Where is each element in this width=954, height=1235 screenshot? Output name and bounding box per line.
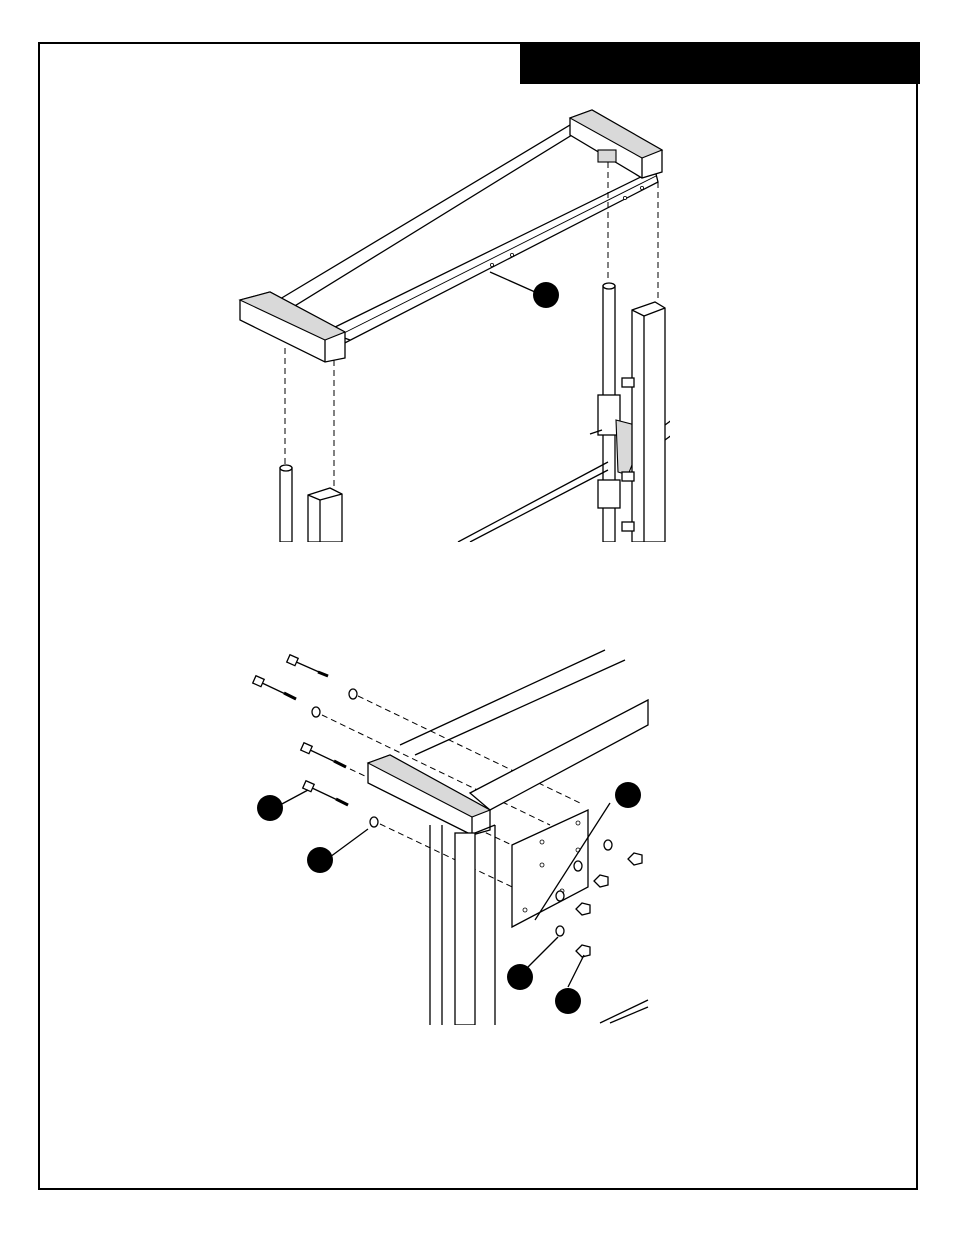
callout-marker [555, 988, 581, 1014]
callout-marker [307, 847, 333, 873]
corner-bolt-detail-figure [250, 645, 650, 1025]
right-square-post [632, 302, 665, 542]
callout-marker [507, 964, 533, 990]
header-bar [520, 42, 920, 84]
callout-marker [615, 782, 641, 808]
left-round-post [280, 468, 292, 542]
bolt-2 [253, 676, 296, 699]
header-title [520, 55, 536, 71]
callout-marker [533, 282, 559, 308]
left-square-post [308, 488, 342, 542]
bolt-1 [287, 655, 328, 676]
bolt-3 [301, 743, 346, 767]
corner-post [455, 833, 475, 1025]
top-frame-assembly-figure [230, 100, 670, 542]
callout-marker [257, 795, 283, 821]
bolt-4 [303, 781, 348, 805]
